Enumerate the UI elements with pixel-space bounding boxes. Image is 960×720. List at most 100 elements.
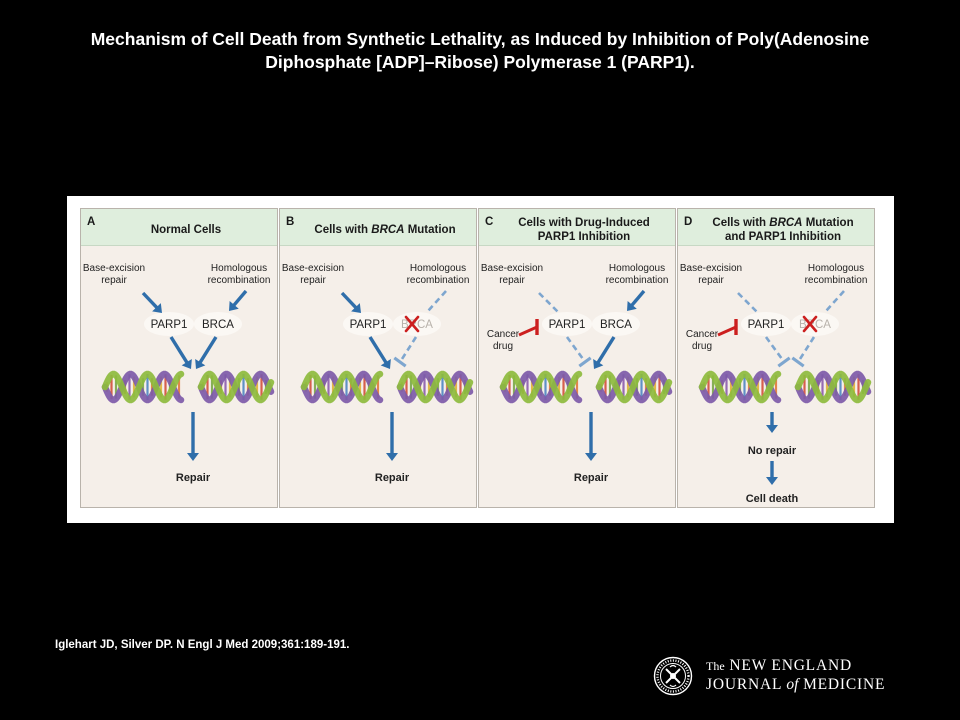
- base-excision-label: Base-excision: [83, 263, 145, 274]
- panel-title: Normal Cells: [99, 223, 273, 237]
- hr-to-brca-arrow: [629, 289, 646, 308]
- parp1-label: PARP1: [748, 319, 785, 331]
- publisher-journal: JOURNAL: [706, 676, 782, 693]
- brca-to-dna-dashed: [400, 336, 418, 360]
- panel-title: Cells with BRCA Mutation and PARP1 Inhibi…: [696, 216, 870, 244]
- panel-diagram: Base-excisionrepairHomologousrecombinati…: [83, 263, 275, 484]
- dna-to-outcome-arrow-head: [386, 453, 398, 461]
- ber-to-parp1-arrow: [340, 291, 359, 310]
- brca-node: [393, 312, 441, 336]
- base-excision-label: Base-excision: [680, 263, 742, 274]
- parp1-node: [741, 312, 791, 336]
- hr-to-brca-dashed: [427, 290, 447, 312]
- panel-title-part: Cells with: [712, 217, 770, 229]
- brca-to-dna-dashed: [798, 336, 816, 360]
- base-excision-label: Base-excision: [282, 263, 344, 274]
- ber-to-parp1-arrow-head: [351, 303, 361, 313]
- brca-node: [791, 312, 839, 336]
- parp1-to-dna-arrow-head: [380, 359, 391, 369]
- parp1-node: [343, 312, 393, 336]
- cancer-drug-inhibitor: [518, 319, 539, 337]
- slide-title-line-1: Mechanism of Cell Death from Synthetic L…: [90, 29, 870, 49]
- repair-label: Repair: [176, 472, 211, 484]
- panel-title-part: BRCA: [371, 224, 405, 236]
- brca-label: BRCA: [600, 319, 632, 331]
- dna-helix-right: [197, 370, 275, 404]
- publisher-name-line-1: The NEW ENGLAND: [706, 657, 852, 675]
- publisher-name-line-2: JOURNAL of MEDICINE: [706, 676, 885, 694]
- panel-title-part: Cells with: [314, 224, 372, 236]
- dna-helix-right: [794, 370, 872, 404]
- base-excision-label-2: repair: [300, 275, 326, 286]
- dna-helix-left: [300, 370, 384, 404]
- panel-title-part: Mutation: [404, 224, 456, 236]
- parp1-label: PARP1: [549, 319, 586, 331]
- parp1-to-dna-dashed: [565, 336, 585, 360]
- ber-to-parp1-dashed: [737, 292, 759, 314]
- homologous-label: Homologous: [609, 263, 665, 274]
- base-excision-label-2: repair: [499, 275, 525, 286]
- base-excision-label-2: repair: [698, 275, 724, 286]
- panel-title: Cells with BRCA Mutation: [298, 223, 472, 237]
- dna-to-no-repair-arrow-head: [766, 425, 778, 433]
- panel-title-part: Cells with Drug-Induced: [518, 217, 650, 229]
- brca-to-dna-arrow: [197, 336, 218, 365]
- cancer-drug-label-2: drug: [692, 341, 712, 352]
- homologous-label: Homologous: [211, 263, 267, 274]
- hr-to-brca-arrow-head: [627, 301, 637, 311]
- parp1-to-dna-arrow: [368, 336, 389, 365]
- parp1-node: [542, 312, 592, 336]
- hr-to-brca-arrow-head: [229, 301, 239, 311]
- parp1-block: [578, 356, 592, 368]
- dna-helix-left: [499, 370, 583, 404]
- dna-to-outcome-arrow-head: [187, 453, 199, 461]
- panel-letter: B: [286, 216, 295, 228]
- publisher-new-england: NEW ENGLAND: [729, 657, 852, 674]
- dna-to-outcome-arrow-head: [585, 453, 597, 461]
- recombination-label: recombination: [407, 275, 470, 286]
- panel-letter: C: [485, 216, 494, 228]
- panel-title-line-2: and PARP1 Inhibition: [724, 231, 842, 243]
- parp1-to-dna-dashed: [764, 336, 784, 360]
- recombination-label: recombination: [208, 275, 271, 286]
- publisher-of: of: [786, 676, 799, 693]
- dna-helix-right: [595, 370, 673, 404]
- slide-title-line-2: Diphosphate [ADP]–Ribose) Polymerase 1 (…: [265, 52, 695, 72]
- ber-to-parp1-dashed: [538, 292, 560, 314]
- ber-to-parp1-arrow-head: [152, 303, 162, 313]
- cancer-drug-label: Cancer: [686, 329, 719, 340]
- parp1-block: [777, 356, 791, 368]
- brca-block: [393, 356, 407, 368]
- parp1-label: PARP1: [350, 319, 387, 331]
- ber-to-parp1-arrow: [141, 291, 160, 310]
- brca-label: BRCA: [202, 319, 234, 331]
- base-excision-label: Base-excision: [481, 263, 543, 274]
- brca-mutation-x-icon: [404, 315, 420, 333]
- panel-title-part: Normal Cells: [150, 224, 222, 236]
- hr-to-brca-arrow: [231, 289, 248, 308]
- repair-label: Repair: [375, 472, 410, 484]
- homologous-label: Homologous: [808, 263, 864, 274]
- cancer-drug-label-2: drug: [493, 341, 513, 352]
- dna-helix-left: [101, 370, 185, 404]
- panel-title-part: BRCA: [769, 217, 803, 229]
- panel-title-line-2: PARP1 Inhibition: [537, 231, 631, 243]
- slide-title: Mechanism of Cell Death from Synthetic L…: [40, 28, 920, 74]
- citation: Iglehart JD, Silver DP. N Engl J Med 200…: [55, 639, 350, 651]
- brca-mutation-x-icon: [802, 315, 818, 333]
- panel-title-part: Mutation: [802, 217, 854, 229]
- recombination-label: recombination: [606, 275, 669, 286]
- no-repair-to-death-arrow-head: [766, 477, 778, 485]
- parp1-to-dna-arrow-head: [181, 359, 192, 369]
- recombination-label: recombination: [805, 275, 868, 286]
- parp1-to-dna-arrow: [169, 336, 190, 365]
